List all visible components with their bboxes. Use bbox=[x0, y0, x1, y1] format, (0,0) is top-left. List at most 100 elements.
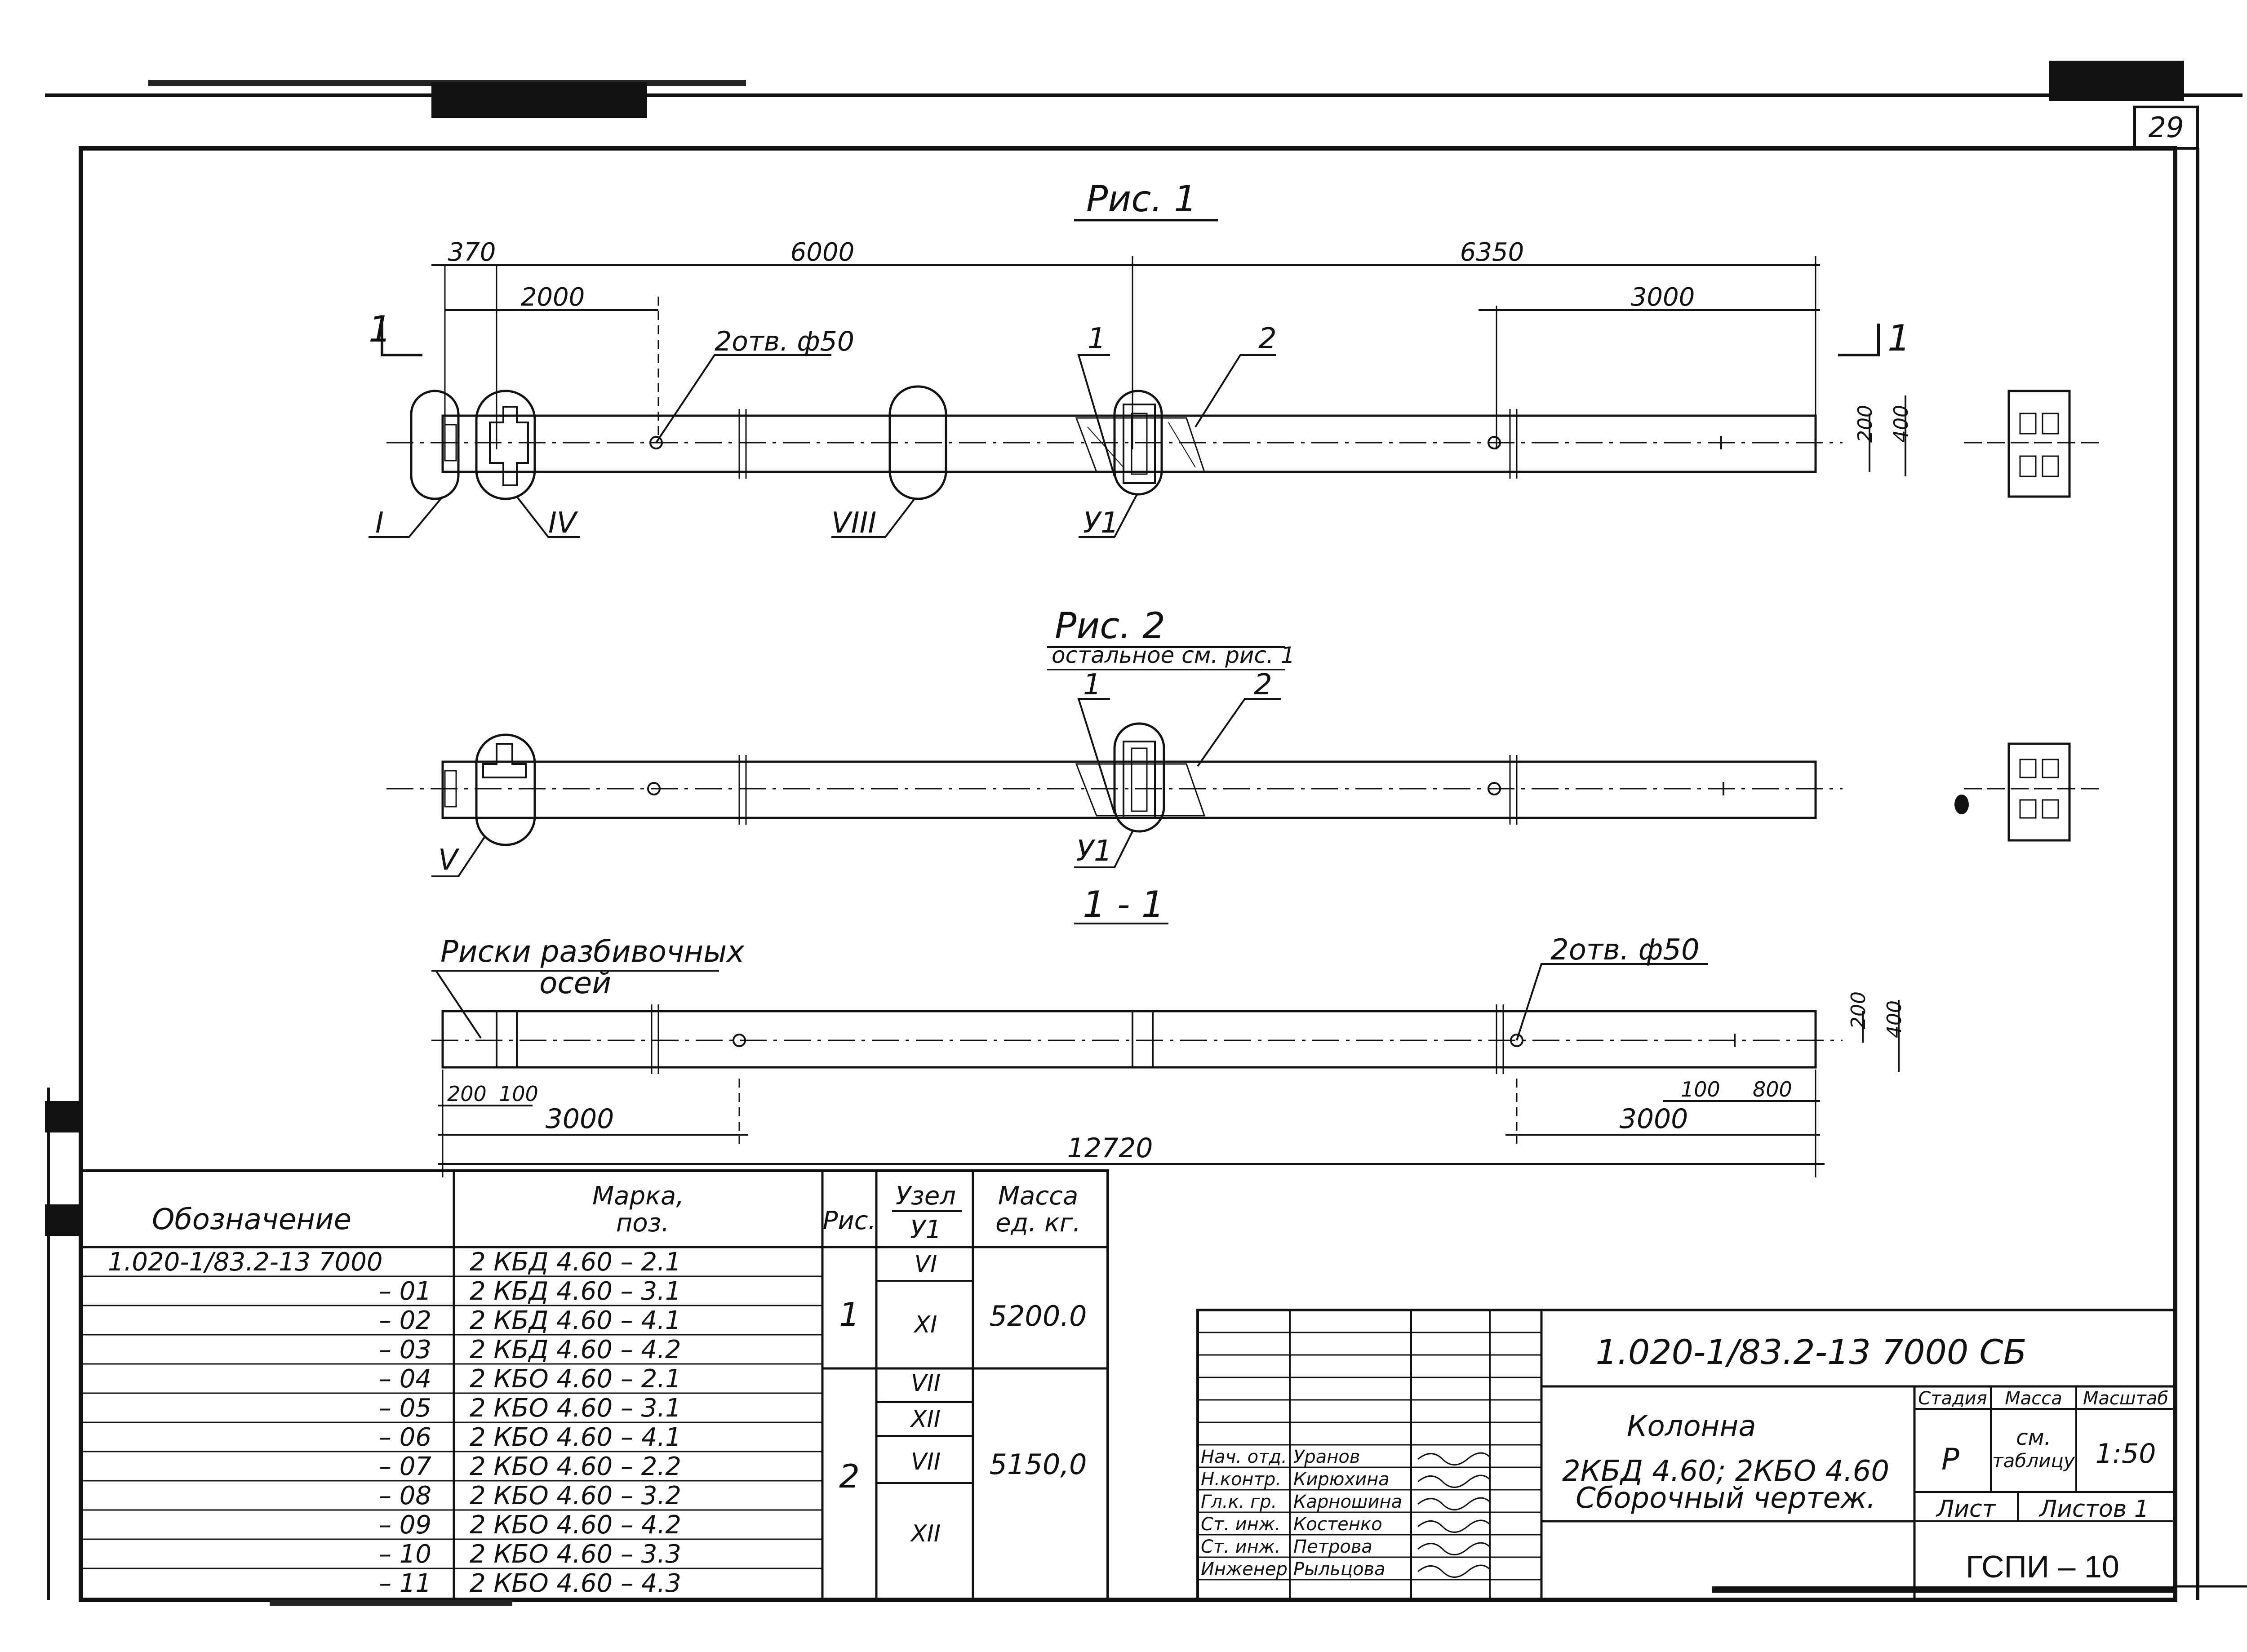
node-IV-leader bbox=[516, 496, 580, 538]
section-hole-right bbox=[1510, 1034, 1523, 1047]
spec-group2-mass: 5150,0 bbox=[990, 1448, 1087, 1481]
section-note-leader bbox=[435, 970, 482, 1039]
section-note-line1: Риски разбивочных bbox=[440, 934, 745, 969]
fig2-leader-2-label: 2 bbox=[1254, 668, 1272, 702]
spec-row-mark: 2 КБО 4.60 – 4.3 bbox=[470, 1569, 681, 1598]
spec-row-designation: 1.020-1/83.2-13 7000 bbox=[108, 1248, 383, 1277]
fig2-xsec bbox=[2007, 742, 2071, 842]
spec-group2-node: VII bbox=[911, 1370, 941, 1397]
spec-row-designation: – 01 bbox=[379, 1277, 431, 1306]
node-callout-U1 bbox=[1113, 390, 1163, 496]
tb-role: Нач. отд. bbox=[1201, 1447, 1287, 1467]
spec-header-designation: Обозначение bbox=[152, 1203, 351, 1236]
tb-title-2: 2КБД 4.60; 2КБО 4.60 bbox=[1562, 1455, 1889, 1488]
section-hole-leader bbox=[1516, 963, 1708, 1041]
section-dim-100: 100 bbox=[499, 1082, 538, 1106]
spec-header-mark-1: Марка, bbox=[592, 1181, 684, 1211]
fig2-xsec-cell bbox=[2042, 759, 2059, 778]
section-note-line2: осей bbox=[539, 966, 611, 1000]
fig1-hole-note: 2отв. ф50 bbox=[715, 326, 854, 357]
fig2-node-U1-detail bbox=[1131, 747, 1148, 812]
binding-mark bbox=[45, 1204, 83, 1236]
tb-scale-label: Масштаб bbox=[2083, 1388, 2168, 1409]
title-block-outline bbox=[1196, 1309, 2176, 1601]
tb-name: Карношина bbox=[1293, 1492, 1402, 1512]
fig2-xsec-cell bbox=[2042, 799, 2059, 819]
fig1-leader-2-label: 2 bbox=[1258, 322, 1277, 355]
section-mark-right-label: 1 bbox=[1887, 317, 1910, 359]
tb-designation: 1.020-1/83.2-13 7000 СБ bbox=[1595, 1332, 2026, 1372]
scan-artifact bbox=[270, 1600, 512, 1606]
fig2-leader-1-label: 1 bbox=[1083, 668, 1101, 702]
tb-signature bbox=[1417, 1452, 1491, 1465]
spec-header-mass-2: ед. кг. bbox=[995, 1208, 1081, 1238]
tb-format-code: ГСПИ – 10 bbox=[1966, 1549, 2119, 1584]
spec-row-mark: 2 КБО 4.60 – 3.1 bbox=[470, 1394, 681, 1423]
fig2-hole-right bbox=[1488, 782, 1501, 795]
spec-group2-node: XII bbox=[910, 1406, 941, 1433]
fig1-hole-right bbox=[1488, 436, 1501, 449]
fig1-hatch-line bbox=[1168, 422, 1196, 468]
section-dim-100-right: 100 bbox=[1681, 1077, 1720, 1101]
fig1-leader-2 bbox=[1195, 354, 1276, 428]
tb-sheets-label: Листов 1 bbox=[2038, 1496, 2149, 1523]
node-V-detail bbox=[482, 743, 527, 778]
fig1-leader-1-label: 1 bbox=[1088, 322, 1106, 355]
section-mark-left bbox=[381, 324, 422, 356]
ink-blot bbox=[1954, 795, 1969, 814]
fig1-hole-left bbox=[649, 436, 663, 449]
node-callout-VIII bbox=[888, 385, 947, 500]
spec-header-fig: Рис. bbox=[823, 1206, 876, 1235]
node-V-label: V bbox=[438, 844, 460, 877]
section-dim-800: 800 bbox=[1753, 1077, 1792, 1101]
section-height-200: 200 bbox=[1847, 991, 1870, 1029]
tb-title-1: Колонна bbox=[1627, 1410, 1756, 1443]
fig2-node-U1-label: У1 bbox=[1076, 835, 1112, 868]
node-callout-I bbox=[410, 390, 460, 500]
spec-header-node-top: Узел bbox=[896, 1181, 956, 1211]
fig2-leader-1 bbox=[1077, 698, 1115, 814]
section-1-1: 1 - 1 Риски разбивочных осей 2отв. ф50 2… bbox=[431, 884, 1906, 1177]
fig2-hole-left bbox=[647, 782, 661, 795]
binding-mark bbox=[45, 1101, 83, 1132]
section-title: 1 - 1 bbox=[1083, 884, 1164, 925]
fig1-xsec-cell bbox=[2019, 413, 2037, 435]
spec-header-mass-1: Масса bbox=[998, 1181, 1079, 1211]
spec-row-mark: 2 КБО 4.60 – 4.1 bbox=[470, 1423, 681, 1452]
node-callout-V bbox=[475, 733, 536, 846]
figure-1: Рис. 1 370 6000 6350 2000 3000 1 1 bbox=[369, 178, 2103, 540]
node-I-leader bbox=[369, 496, 444, 538]
spec-header-mark-2: поз. bbox=[616, 1208, 669, 1238]
node-IV-label: IV bbox=[548, 506, 578, 540]
tb-role: Ст. инж. bbox=[1201, 1514, 1281, 1535]
node-U1-detail bbox=[1123, 404, 1156, 484]
node-VIII-leader bbox=[831, 498, 915, 538]
fig1-beam bbox=[441, 414, 1817, 473]
spec-row-mark: 2 КБО 4.60 – 3.2 bbox=[470, 1481, 681, 1510]
fig1-xsec bbox=[2007, 390, 2071, 498]
spec-row-mark: 2 КБО 4.60 – 2.2 bbox=[470, 1452, 681, 1481]
section-dim-200: 200 bbox=[447, 1082, 487, 1106]
fig2-subtitle: остальное см. рис. 1 bbox=[1052, 642, 1295, 668]
spec-row-mark: 2 КБО 4.60 – 4.2 bbox=[470, 1510, 681, 1540]
fig1-title: Рис. 1 bbox=[1086, 178, 1197, 220]
fig1-dim-3000: 3000 bbox=[1631, 283, 1695, 312]
spec-table-outline bbox=[80, 1169, 1109, 1601]
node-I-label: I bbox=[375, 506, 384, 540]
fig1-xsec-cell bbox=[2042, 413, 2059, 435]
spec-table: Обозначение Марка, поз. Рис. Узел У1 Мас… bbox=[80, 1169, 1109, 1601]
section-height-400: 400 bbox=[1883, 1000, 1906, 1038]
fig2-node-U1 bbox=[1113, 722, 1165, 833]
node-VIII-label: VIII bbox=[831, 506, 876, 540]
fig2-end-detail bbox=[444, 770, 457, 808]
tb-stage: Р bbox=[1941, 1442, 1959, 1477]
tb-signature bbox=[1417, 1474, 1491, 1488]
fig1-hole-leader bbox=[655, 354, 831, 444]
spec-row-mark: 2 КБД 4.60 – 3.1 bbox=[470, 1277, 681, 1306]
spec-row-designation: – 09 bbox=[379, 1510, 431, 1540]
spec-row-designation: – 04 bbox=[379, 1364, 431, 1394]
fig1-dim-6350: 6350 bbox=[1460, 238, 1524, 267]
tb-name: Костенко bbox=[1293, 1514, 1382, 1535]
